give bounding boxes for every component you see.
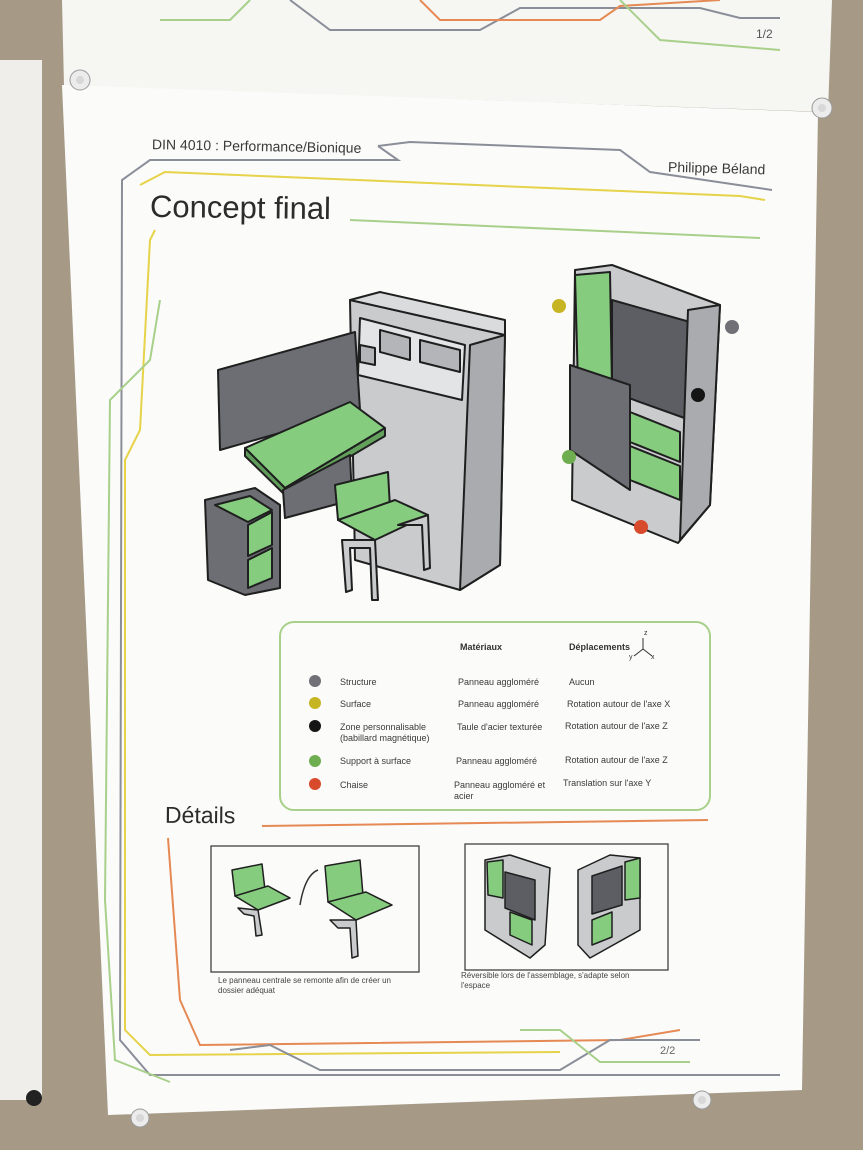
details-title: Détails (164, 801, 236, 829)
legend-row-material: Panneau aggloméré (456, 756, 538, 766)
legend-dot-chair (309, 778, 321, 790)
legend-dot-structure (309, 675, 321, 687)
legend-box (279, 621, 711, 811)
legend-dot-custom-zone (309, 720, 321, 732)
top-sheet-line-yellow (619, 0, 781, 51)
legend-row-movement: Rotation autour de l'axe Z (565, 755, 668, 765)
detail-caption-right: Réversible lors de l'assemblage, s'adapt… (461, 971, 630, 990)
main-sheet (62, 85, 818, 1115)
legend-row-movement: Aucun (569, 677, 595, 687)
details-underline (261, 819, 709, 827)
legend-row-name: Structure (340, 677, 377, 687)
axis-label-x: x (651, 654, 655, 661)
left-neighbor-sheet (0, 60, 42, 1100)
author-name: Philippe Béland (667, 158, 766, 178)
legend-row-movement: Rotation autour de l'axe Z (565, 721, 668, 731)
pushpin-icon (130, 1108, 150, 1128)
pushpin-icon (811, 97, 833, 119)
legend-dot-support (309, 755, 321, 767)
route-line-yellow-side (124, 229, 561, 1057)
legend-row-name: Support à surface (340, 756, 412, 766)
pushpin-icon (692, 1090, 712, 1110)
pushpin-dark-icon (26, 1090, 42, 1106)
callout-dot-red (634, 520, 648, 534)
callout-dot-black (691, 388, 705, 402)
callout-dot-gray (725, 320, 739, 334)
legend-row-movement: Rotation autour de l'axe X (567, 699, 671, 709)
page-number-top: 1/2 (756, 27, 773, 41)
legend-header-materials: Matériaux (460, 642, 503, 652)
top-sheet-line-green (160, 0, 251, 21)
legend-header-movements: Déplacements (569, 642, 631, 652)
detail-caption-left: Le panneau centrale se remonte afin de c… (218, 976, 392, 995)
axis-label-z: z (644, 630, 648, 637)
route-line-gray-top (377, 140, 773, 191)
legend-row-material: Taule d'acier texturée (457, 722, 543, 732)
legend-row-movement: Translation sur l'axe Y (563, 778, 652, 788)
legend-dot-surface (309, 697, 321, 709)
callout-dot-green (562, 450, 576, 464)
detail-chairs-illustration (231, 859, 393, 959)
route-line-green-side (103, 299, 171, 1083)
top-sheet-line-orange (419, 0, 721, 21)
page-number-bottom: 2/2 (660, 1045, 676, 1057)
top-sheet-line-gray (289, 0, 780, 31)
legend-row-name: Zone personnalisable (babillard magnétiq… (340, 722, 430, 743)
legend-row-name: Chaise (340, 780, 369, 790)
furniture-closed-illustration (569, 264, 721, 544)
detail-box-right (464, 843, 669, 971)
detail-box-left (210, 845, 420, 973)
route-line-green (349, 219, 761, 239)
route-line-yellow (139, 170, 766, 201)
route-line-bottom-gray (229, 1039, 700, 1071)
route-line-bottom-green (520, 1029, 690, 1063)
legend-row-material: Panneau aggloméré (458, 677, 540, 687)
callout-dot-yellow (552, 299, 566, 313)
detail-units-illustration (484, 854, 641, 959)
legend-row-material: Panneau aggloméré (458, 699, 540, 709)
top-sheet (62, 0, 832, 112)
pushpin-icon (69, 69, 91, 91)
legend-row-name: Surface (340, 699, 372, 709)
legend-row-material: Panneau aggloméré et acier (454, 780, 546, 801)
poster-title: Concept final (149, 188, 332, 227)
axis-glyph-icon (633, 638, 653, 657)
furniture-main-illustration (204, 291, 506, 601)
route-line-orange (167, 837, 681, 1047)
axis-label-y: y (629, 654, 633, 661)
